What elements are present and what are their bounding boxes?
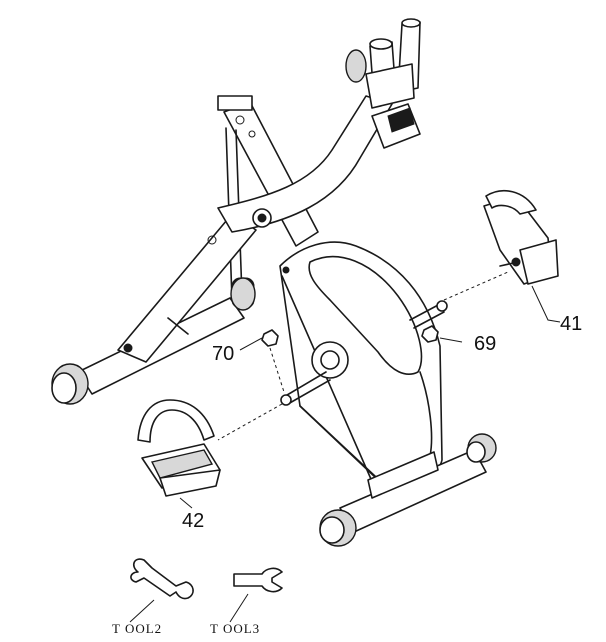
leader-70: [239, 337, 263, 351]
part-label-41: 41: [560, 313, 582, 335]
leader-41: [531, 285, 561, 323]
part-label-70: 70: [212, 343, 234, 365]
part-label-42: 42: [182, 510, 204, 532]
front-stabilizer: [51, 277, 256, 405]
crank-axle-left: [217, 371, 331, 441]
front-frame-tube: [117, 213, 257, 363]
wrench-tool-2-icon: [130, 558, 194, 600]
handlebar-grips: [345, 18, 421, 109]
tool-2-label: T OOL2: [112, 621, 162, 636]
console-monitor: [371, 103, 421, 149]
pedal-right-41: [483, 189, 559, 285]
nut-70: [261, 329, 285, 393]
flywheel-housing: [279, 241, 443, 491]
pedal-left-42: [137, 399, 221, 497]
leader-42: [179, 497, 193, 509]
nut-69: [421, 325, 439, 343]
leader-tool2: [129, 599, 155, 623]
leader-69: [439, 337, 463, 343]
wrench-tool-3-icon: [233, 567, 283, 593]
crank-axle-right: [409, 271, 509, 329]
rear-stabilizer: [319, 433, 497, 547]
leader-tool3: [229, 593, 249, 623]
handlebar-tube: [217, 95, 393, 233]
part-label-69: 69: [474, 333, 496, 355]
tool-3-label: T OOL3: [210, 621, 260, 636]
